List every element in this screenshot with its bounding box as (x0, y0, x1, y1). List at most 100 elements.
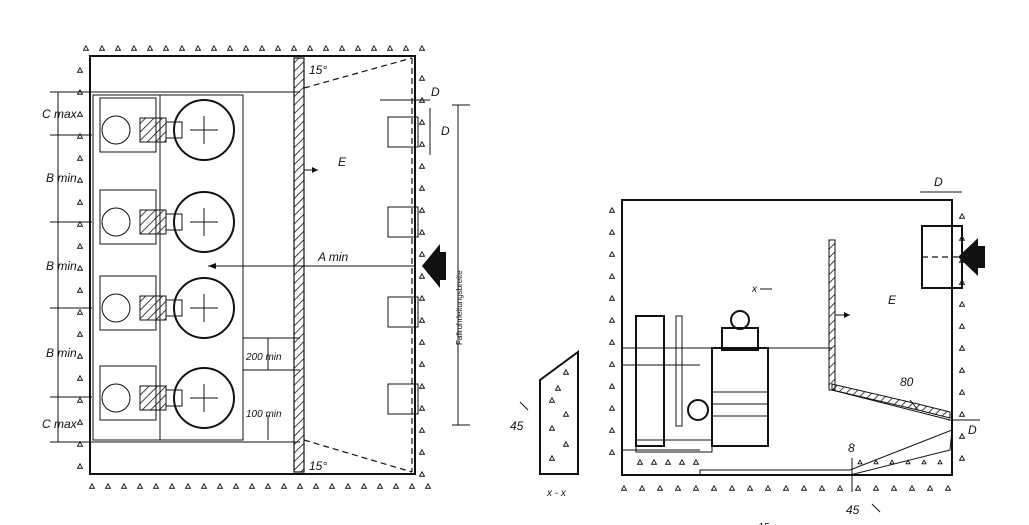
section-8-label: 8 (848, 441, 855, 455)
detail-section-xx: 45 x - x (510, 350, 579, 499)
plan-bmin-1-label: B min (46, 171, 77, 185)
plan-pump-units (99, 97, 235, 429)
concrete-triangle-icon (608, 360, 616, 367)
plan-pump-bench (92, 94, 244, 441)
concrete-triangle-icon (296, 482, 304, 489)
concrete-triangle-icon (608, 338, 616, 345)
plan-left-dim-ticks (50, 91, 92, 443)
concrete-triangle-icon (76, 242, 84, 249)
concrete-triangle-icon (905, 459, 911, 465)
pump-volute-circle-icon (173, 191, 235, 253)
concrete-triangle-icon (958, 300, 966, 307)
section-x-label: x (751, 284, 758, 295)
concrete-triangle-icon (548, 424, 556, 431)
pump-motor-circle-icon (101, 293, 131, 323)
section-pump-base (635, 439, 713, 453)
concrete-triangle-icon (194, 44, 202, 51)
section-lifting-eye-icon (730, 310, 750, 330)
pump-volute-circle-icon (173, 277, 235, 339)
plan-100min-label: 100 min (246, 409, 282, 420)
concrete-triangle-icon (386, 44, 394, 51)
concrete-triangle-icon (608, 228, 616, 235)
concrete-triangle-icon (76, 396, 84, 403)
concrete-triangle-icon (418, 382, 426, 389)
concrete-triangle-icon (136, 482, 144, 489)
plan-angle-bottom-label: 15° (309, 459, 327, 473)
pump-volute-circle-icon (173, 367, 235, 429)
concrete-triangle-icon (152, 482, 160, 489)
concrete-triangle-icon (168, 482, 176, 489)
concrete-triangle-icon (608, 382, 616, 389)
concrete-triangle-icon (76, 132, 84, 139)
section-inlet-arrow-tail (975, 246, 985, 268)
concrete-triangle-icon (360, 482, 368, 489)
concrete-triangle-icon (402, 44, 410, 51)
concrete-triangle-icon (344, 482, 352, 489)
concrete-triangle-icon (728, 484, 736, 491)
concrete-triangle-icon (608, 206, 616, 213)
plan-d-side-label: D (441, 124, 450, 138)
concrete-triangle-icon (76, 286, 84, 293)
plan-e-label: E (338, 155, 347, 169)
concrete-triangle-icon (958, 344, 966, 351)
concrete-triangle-icon (162, 44, 170, 51)
pump-neck (166, 299, 183, 317)
section-concrete-texture (608, 206, 966, 491)
concrete-triangle-icon (608, 404, 616, 411)
concrete-triangle-icon (418, 162, 426, 169)
concrete-triangle-icon (210, 44, 218, 51)
section-floor-slope (699, 429, 953, 476)
detail-angle-leader (519, 401, 529, 411)
concrete-triangle-icon (76, 66, 84, 73)
concrete-triangle-icon (76, 110, 84, 117)
section-45-label: 45 (846, 503, 860, 517)
section-inlet-arrow-icon (958, 238, 978, 276)
concrete-triangle-icon (692, 484, 700, 491)
pump-volute-circle-icon (173, 99, 235, 161)
concrete-triangle-icon (608, 294, 616, 301)
concrete-triangle-icon (638, 484, 646, 491)
plan-e-arrow-icon (312, 167, 318, 173)
concrete-triangle-icon (608, 250, 616, 257)
concrete-triangle-icon (76, 330, 84, 337)
concrete-triangle-icon (76, 308, 84, 315)
section-e-label: E (888, 293, 897, 307)
concrete-triangle-icon (674, 484, 682, 491)
plan-angle-top-label: 15° (309, 63, 327, 77)
plan-inlet-arrow-tail (438, 252, 446, 280)
concrete-triangle-icon (322, 44, 330, 51)
section-baffle-wall (828, 239, 836, 391)
plan-cmax-bottom-label: C max (42, 417, 78, 431)
concrete-triangle-icon (424, 482, 432, 489)
concrete-triangle-icon (746, 484, 754, 491)
plan-cmax-top-label: C max (42, 107, 78, 121)
concrete-triangle-icon (958, 322, 966, 329)
pump-motor-circle-icon (101, 383, 131, 413)
concrete-triangle-icon (88, 482, 96, 489)
concrete-triangle-icon (418, 338, 426, 345)
concrete-triangle-icon (418, 294, 426, 301)
section-motor-top (721, 327, 759, 351)
concrete-triangle-icon (937, 459, 943, 465)
concrete-triangle-icon (944, 484, 952, 491)
concrete-triangle-icon (857, 459, 863, 465)
concrete-triangle-icon (636, 458, 644, 465)
concrete-triangle-icon (418, 74, 426, 81)
concrete-triangle-icon (232, 482, 240, 489)
concrete-triangle-icon (418, 316, 426, 323)
plan-amin-arrow-icon (208, 263, 216, 269)
plan-outer-wall (89, 55, 416, 475)
concrete-triangle-icon (889, 459, 895, 465)
concrete-triangle-icon (418, 404, 426, 411)
concrete-triangle-icon (76, 220, 84, 227)
pump-neck (166, 389, 183, 407)
concrete-triangle-icon (226, 44, 234, 51)
concrete-triangle-icon (354, 44, 362, 51)
concrete-triangle-icon (562, 440, 570, 447)
section-benching-line (831, 389, 951, 421)
section-pump-body (711, 347, 769, 447)
section-e-arrow-icon (844, 312, 850, 318)
concrete-triangle-icon (418, 272, 426, 279)
concrete-triangle-icon (562, 410, 570, 417)
